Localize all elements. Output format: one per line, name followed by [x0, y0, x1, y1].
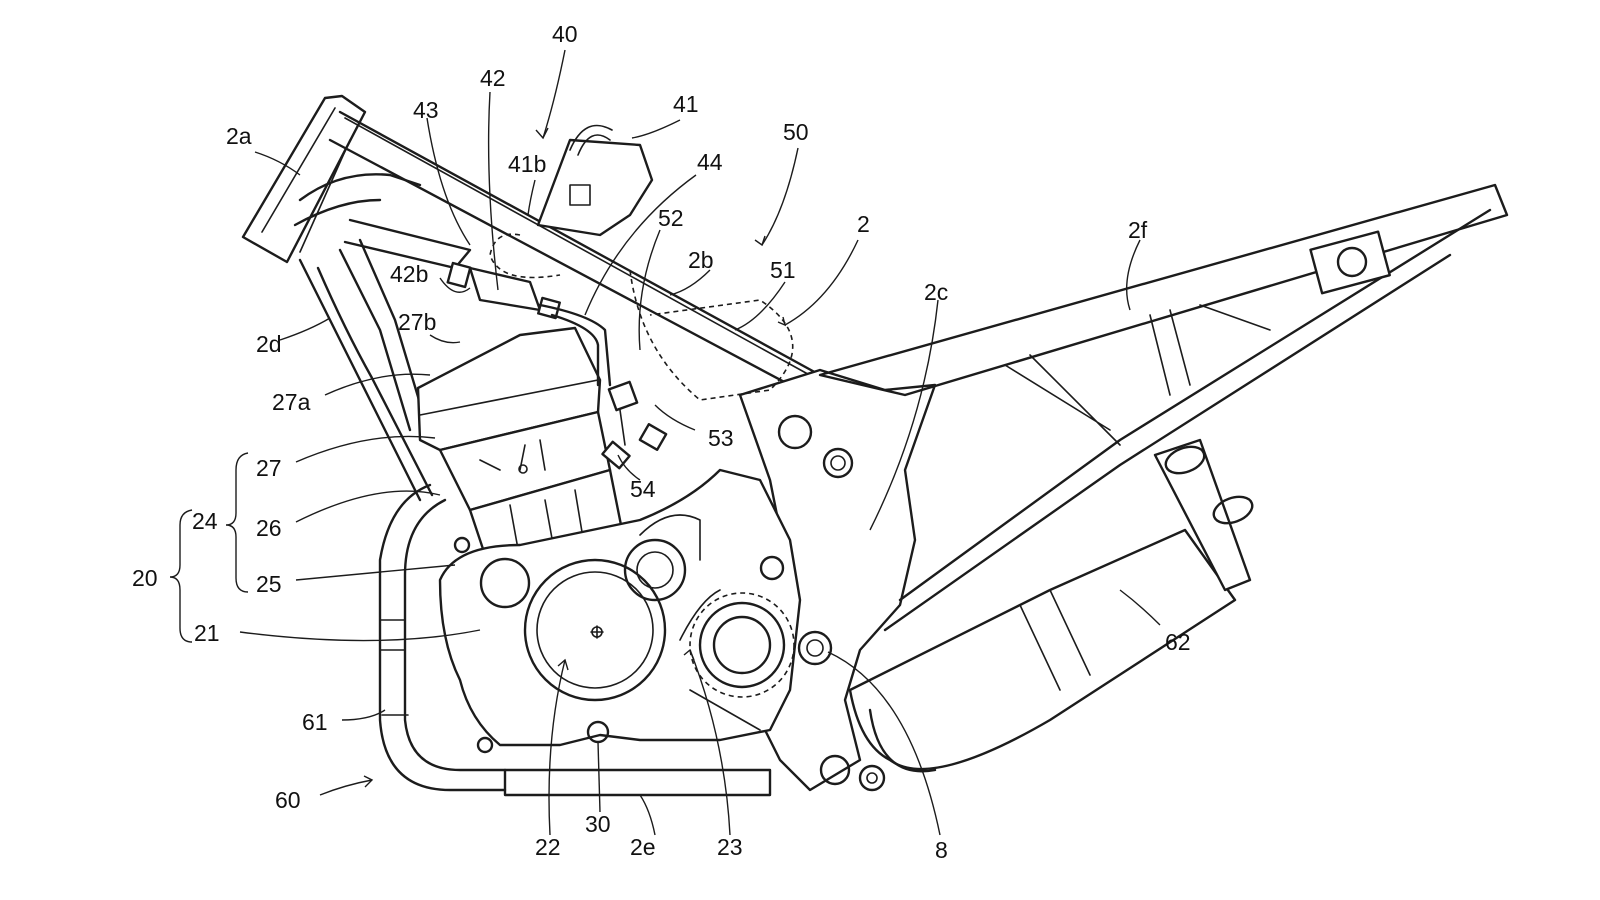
label-61: 61 [302, 709, 328, 735]
leader-lines [169, 49, 1161, 836]
label-53: 53 [708, 425, 734, 451]
down-tube [298, 258, 434, 502]
label-2a: 2a [226, 123, 252, 149]
label-27a: 27a [272, 389, 311, 415]
label-2c: 2c [924, 279, 948, 305]
seat-rail [818, 183, 1509, 397]
label-41: 41 [673, 91, 699, 117]
label-26: 26 [256, 515, 282, 541]
label-42: 42 [480, 65, 506, 91]
muffler-62 [848, 528, 1237, 771]
label-50: 50 [783, 119, 809, 145]
exhaust [378, 438, 1254, 792]
label-2b: 2b [688, 247, 714, 273]
label-30: 30 [585, 811, 611, 837]
label-42b: 42b [390, 261, 428, 287]
label-43: 43 [413, 97, 439, 123]
throttle-body-42 [468, 266, 542, 312]
cylinder-head-cover [416, 326, 602, 452]
label-24: 24 [192, 508, 218, 534]
label-52: 52 [658, 205, 684, 231]
label-2d: 2d [256, 331, 282, 357]
actuator-41 [536, 138, 654, 237]
reference-labels: 40 42 41 43 41b 44 50 2a 52 2 2b 51 2f 4… [132, 21, 1191, 863]
label-21: 21 [194, 620, 220, 646]
label-20: 20 [132, 565, 158, 591]
label-22: 22 [535, 834, 561, 860]
label-8: 8 [935, 837, 948, 863]
exhaust-pipe-61 [378, 483, 507, 792]
bottom-rail [503, 768, 772, 797]
label-62: 62 [1165, 629, 1191, 655]
label-41b: 41b [508, 151, 546, 177]
throttle-assembly [446, 124, 794, 470]
label-2f: 2f [1128, 217, 1148, 243]
label-23: 23 [717, 834, 743, 860]
label-27: 27 [256, 455, 282, 481]
label-2e: 2e [630, 834, 656, 860]
label-27b: 27b [398, 309, 436, 335]
head-pipe [241, 94, 367, 264]
label-2: 2 [857, 211, 870, 237]
label-40: 40 [552, 21, 578, 47]
label-54: 54 [630, 476, 656, 502]
label-60: 60 [275, 787, 301, 813]
label-25: 25 [256, 571, 282, 597]
label-44: 44 [697, 149, 723, 175]
label-51: 51 [770, 257, 796, 283]
